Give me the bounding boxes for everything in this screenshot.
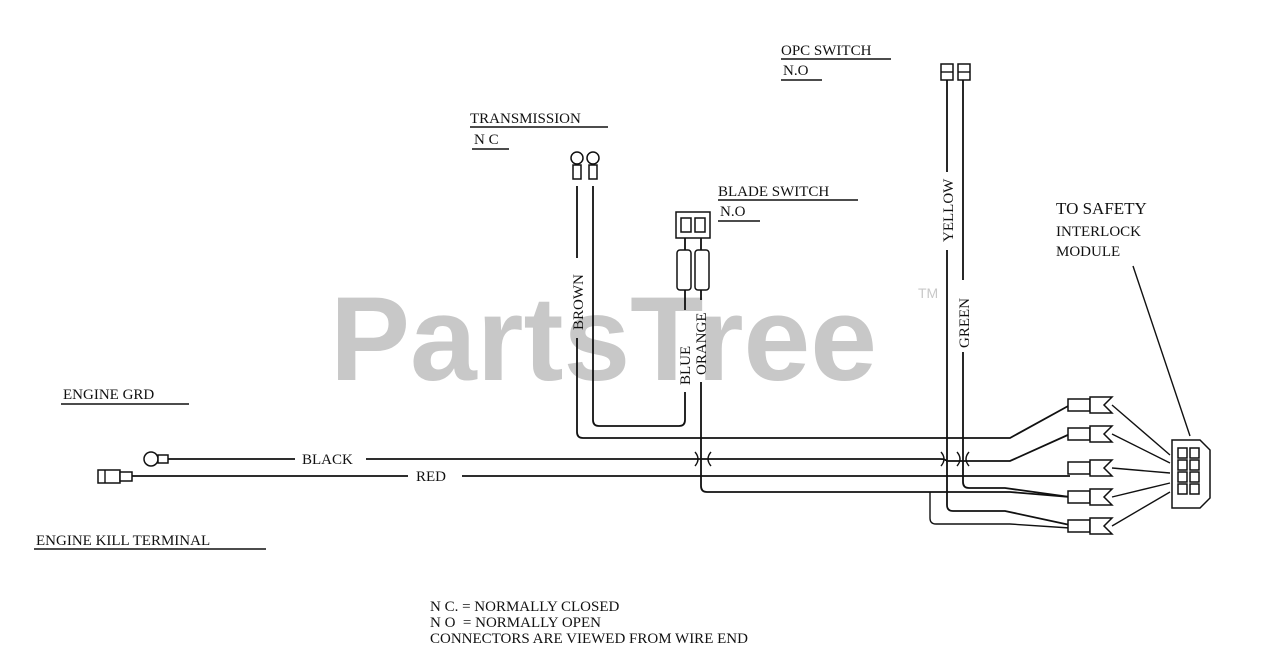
legend-notes: N C. = NORMALLY CLOSED N O = NORMALLY OP… bbox=[430, 599, 748, 647]
plug-terminal-5-barrel bbox=[1067, 519, 1091, 533]
module-leader-line bbox=[1132, 265, 1191, 437]
plug-terminal-2-barrel bbox=[1067, 427, 1091, 441]
plug-terminal-1-spade bbox=[1089, 396, 1114, 414]
opc-switch-state: N.O bbox=[783, 63, 809, 79]
fan-in-wire-5 bbox=[1111, 491, 1171, 527]
watermark-tm: TM bbox=[918, 285, 938, 301]
engine-ground-terminal bbox=[143, 451, 169, 467]
module-fan-in-wires bbox=[1111, 404, 1171, 527]
note-normally-open: N O = NORMALLY OPEN bbox=[430, 615, 601, 631]
opc-switch-title: OPC SWITCH bbox=[781, 43, 872, 59]
watermark: PartsTree bbox=[330, 272, 877, 406]
green-wire-label: GREEN bbox=[957, 298, 973, 348]
engine-kill-label: ENGINE KILL TERMINAL bbox=[34, 533, 266, 550]
fan-in-wire-3 bbox=[1111, 467, 1171, 474]
module-label-line1: TO SAFETY bbox=[1056, 199, 1147, 218]
module-cavity-7 bbox=[1189, 471, 1200, 483]
black-wire-label: BLACK bbox=[302, 452, 353, 468]
module-cavity-6 bbox=[1189, 459, 1200, 471]
black-wire-to-connector bbox=[946, 433, 1071, 462]
plug-terminal-1 bbox=[1067, 396, 1114, 414]
transmission-crimp-right bbox=[588, 164, 598, 180]
blade-connector-pin-left bbox=[680, 217, 692, 233]
orange-wire-bottom bbox=[700, 382, 1071, 498]
plug-terminal-3-barrel bbox=[1067, 461, 1091, 475]
module-cavity-2 bbox=[1177, 459, 1188, 471]
engine-ground-crimp bbox=[157, 454, 169, 464]
module-cavity-5 bbox=[1189, 447, 1200, 459]
plug-terminal-2 bbox=[1067, 425, 1114, 443]
engine-kill-terminal bbox=[97, 469, 133, 484]
plug-terminal-2-spade bbox=[1089, 425, 1114, 443]
engine-kill-text: ENGINE KILL TERMINAL bbox=[36, 533, 210, 549]
note-normally-closed: N C. = NORMALLY CLOSED bbox=[430, 599, 619, 615]
red-wire-label: RED bbox=[416, 469, 446, 485]
note-connector-view: CONNECTORS ARE VIEWED FROM WIRE END bbox=[430, 631, 748, 647]
plug-terminal-3-spade bbox=[1089, 459, 1114, 477]
crossover-bump-opc bbox=[940, 451, 970, 467]
transmission-ring-terminal-right bbox=[586, 151, 600, 165]
engine-ground-text: ENGINE GRD bbox=[63, 387, 154, 403]
safety-module-label: TO SAFETY INTERLOCK MODULE bbox=[1056, 199, 1147, 260]
yellow-wire-label: YELLOW bbox=[941, 178, 957, 242]
fan-in-wire-4 bbox=[1111, 482, 1171, 498]
engine-ground-label: ENGINE GRD bbox=[61, 387, 189, 405]
crossover-bump-blade bbox=[694, 451, 712, 467]
engine-kill-terminal-icon bbox=[97, 469, 121, 484]
crossover-bumps bbox=[694, 451, 970, 467]
module-plug-terminals bbox=[1067, 396, 1114, 535]
brown-wire-label: BROWN bbox=[571, 274, 587, 330]
blade-switch-connector bbox=[675, 211, 711, 291]
plug-terminal-5-spade bbox=[1089, 517, 1114, 535]
transmission-terminals bbox=[570, 151, 600, 180]
plug-terminal-4-barrel bbox=[1067, 490, 1091, 504]
fan-in-wire-2 bbox=[1111, 433, 1171, 464]
module-label-line2: INTERLOCK bbox=[1056, 224, 1141, 240]
brown-wire-bottom bbox=[576, 338, 1071, 439]
transmission-title: TRANSMISSION bbox=[470, 111, 581, 127]
blade-boot-right bbox=[694, 249, 710, 291]
engine-kill-crimp bbox=[119, 471, 133, 482]
transmission-state: N C bbox=[474, 132, 499, 148]
transmission-ring-terminal-left bbox=[570, 151, 584, 165]
plug-terminal-5 bbox=[1067, 517, 1114, 535]
transmission-label: TRANSMISSION N C bbox=[470, 111, 608, 150]
orange-wire-label: ORANGE bbox=[694, 313, 710, 376]
module-label-line3: MODULE bbox=[1056, 244, 1120, 260]
green-wire-bottom bbox=[962, 352, 1071, 498]
module-cavity-1 bbox=[1177, 447, 1188, 459]
module-cavity-3 bbox=[1177, 471, 1188, 483]
module-cavity-8 bbox=[1189, 483, 1200, 495]
blade-switch-title: BLADE SWITCH bbox=[718, 184, 829, 200]
opc-terminals bbox=[940, 63, 971, 81]
black-wire-right bbox=[366, 458, 947, 462]
blue-wire-label: BLUE bbox=[678, 346, 694, 385]
fan-in-wire-1 bbox=[1111, 404, 1171, 456]
transmission-return-wire bbox=[592, 186, 686, 427]
module-cavity-4 bbox=[1177, 483, 1188, 495]
plug-terminal-3 bbox=[1067, 459, 1114, 477]
engine-ground-ring-icon bbox=[143, 451, 159, 467]
plug-terminal-4 bbox=[1067, 488, 1114, 506]
plug-terminal-1-barrel bbox=[1067, 398, 1091, 412]
blade-switch-state: N.O bbox=[720, 204, 746, 220]
lower-loop-wire bbox=[929, 492, 1071, 529]
safety-interlock-connector bbox=[1171, 439, 1211, 509]
opc-switch-label: OPC SWITCH N.O bbox=[781, 43, 891, 81]
blade-boot-left bbox=[676, 249, 692, 291]
yellow-wire-bottom bbox=[946, 250, 1071, 526]
blade-connector-pin-right bbox=[694, 217, 706, 233]
blade-switch-label: BLADE SWITCH N.O bbox=[718, 184, 858, 222]
plug-terminal-4-spade bbox=[1089, 488, 1114, 506]
transmission-crimp-left bbox=[572, 164, 582, 180]
